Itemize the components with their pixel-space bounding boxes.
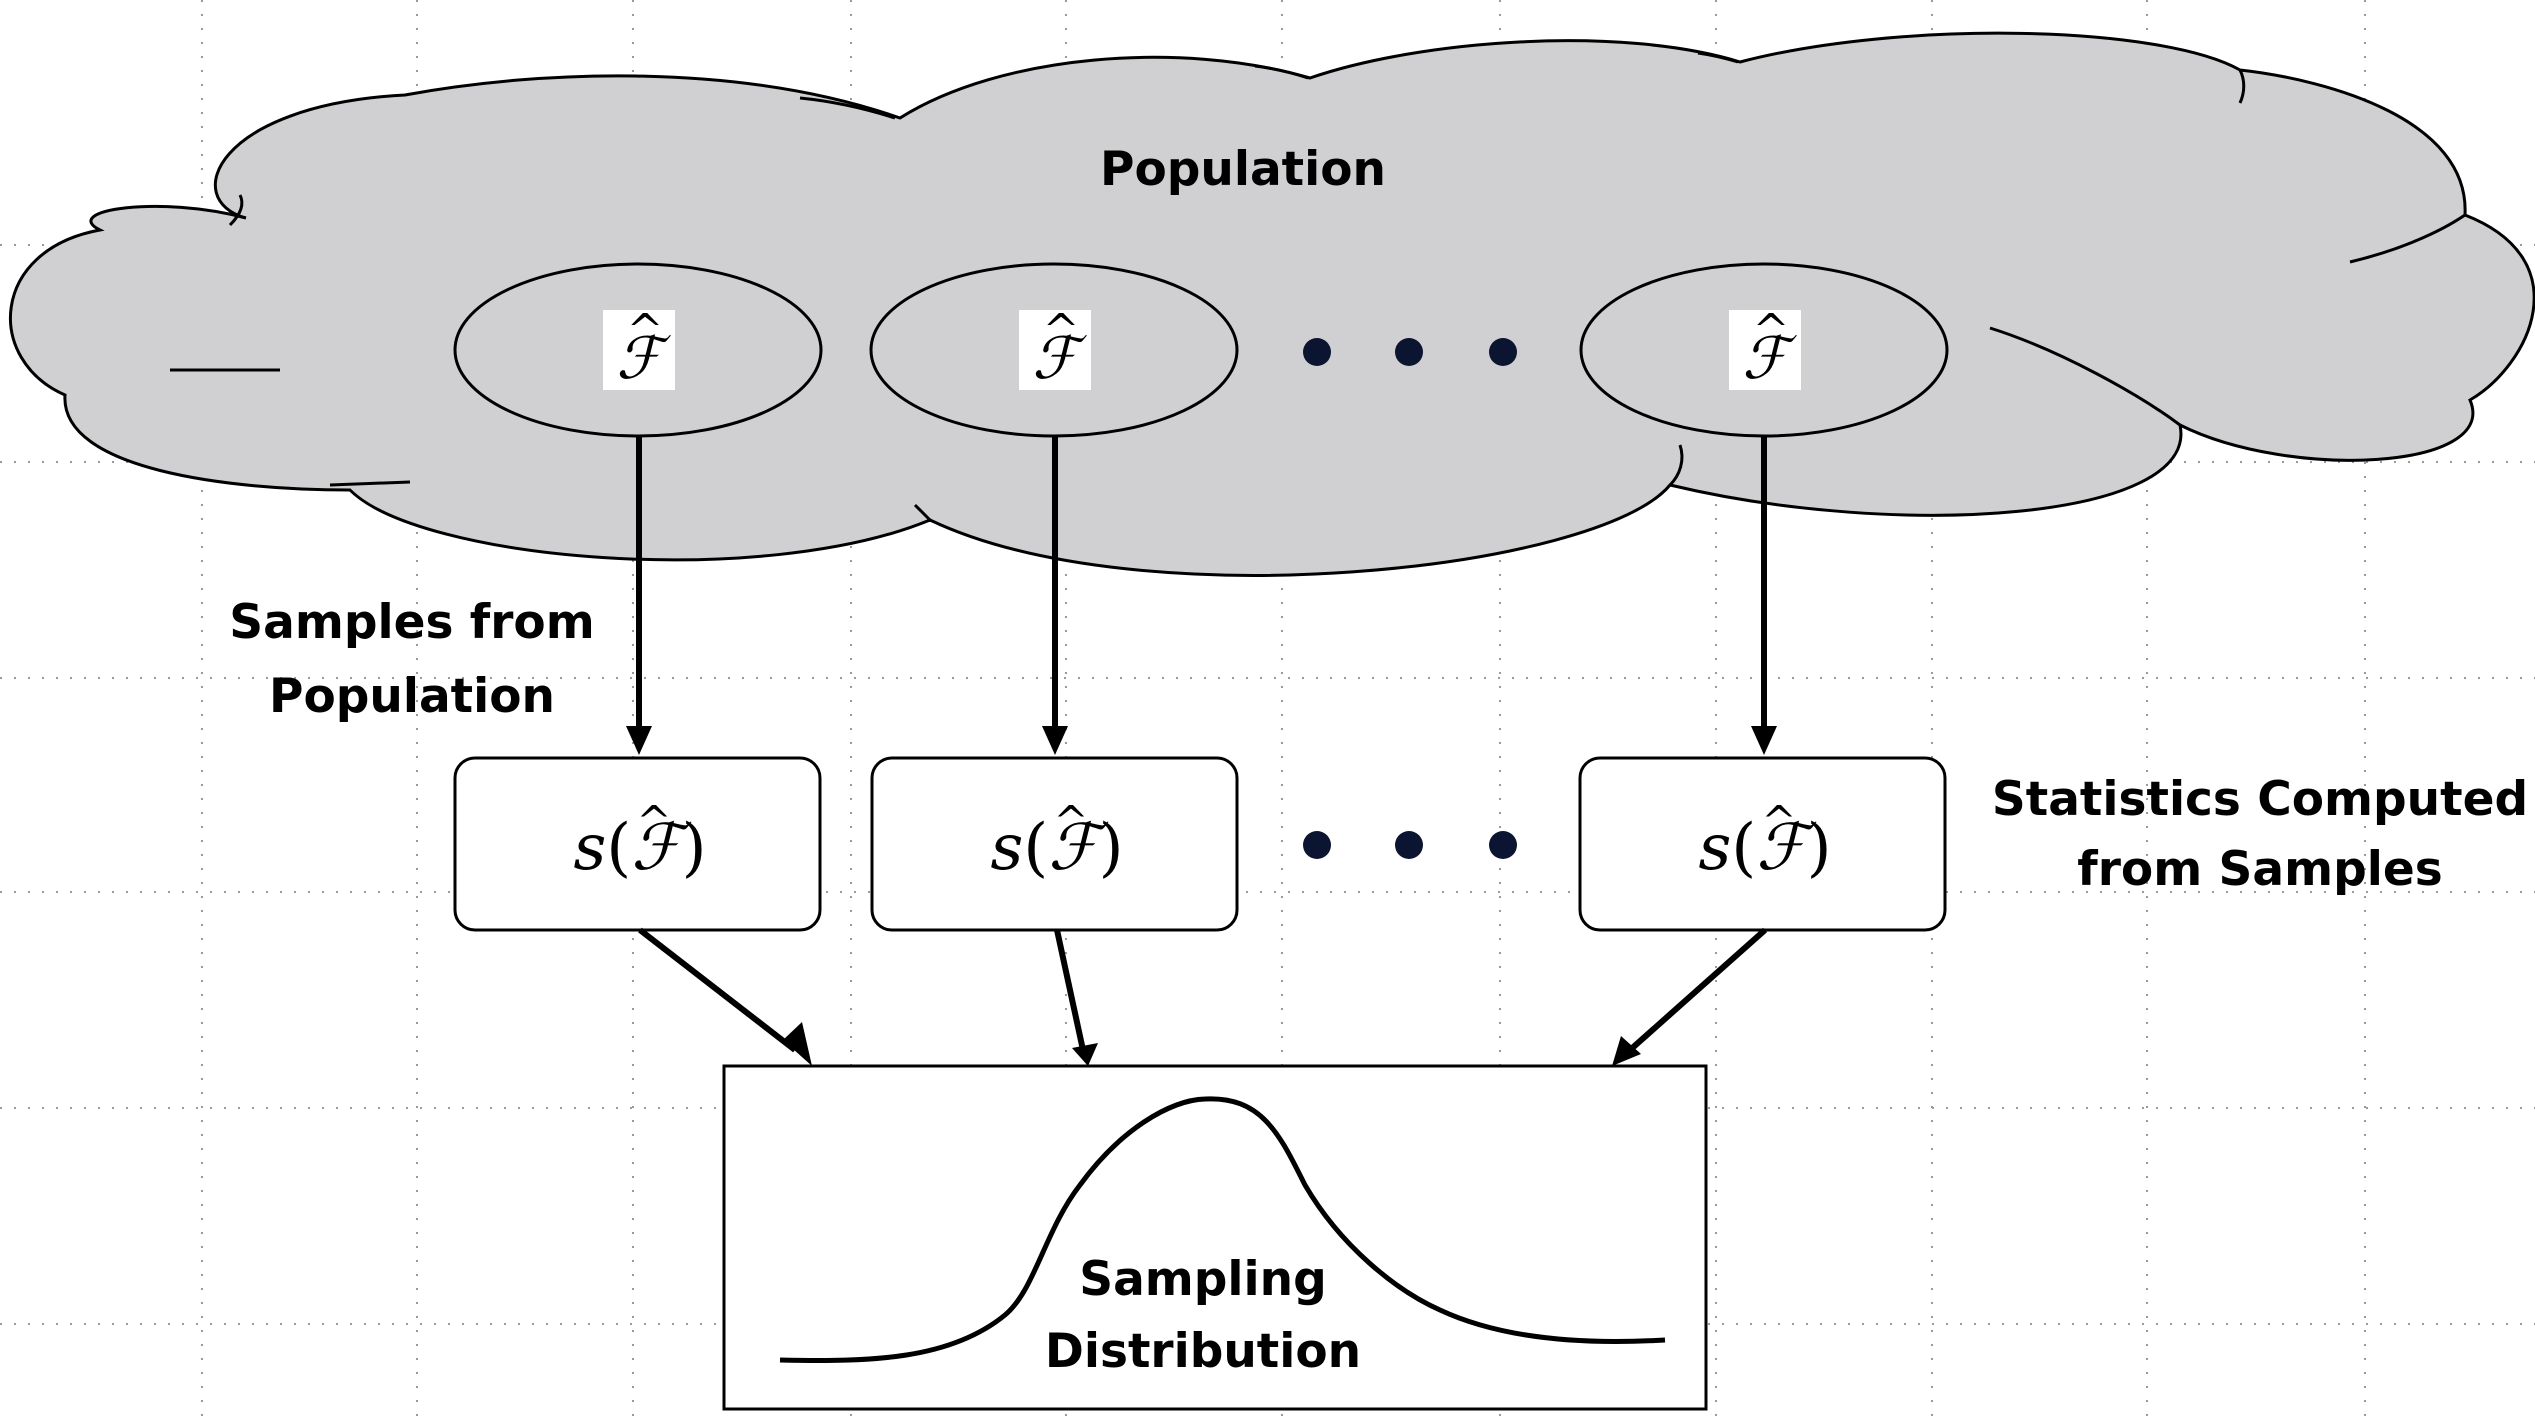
svg-text:s(ℱ): s(ℱ) [1698, 811, 1831, 885]
distribution-curve [779, 1096, 1666, 1363]
population-label: Population [1100, 142, 1386, 197]
ellipsis-dots-samples [1303, 338, 1517, 366]
arrow [1628, 927, 1767, 1053]
sampling-distribution-box: Sampling Distribution [722, 1064, 1708, 1411]
sample-ellipse-n: ℱ ^ [1579, 262, 1949, 438]
statistic-box-2: s(ℱ) ^ [870, 756, 1239, 932]
sample-ellipse-2: ℱ ^ [869, 262, 1239, 438]
statistics-label-line2: from Samples [2077, 842, 2442, 897]
ellipsis-dots-statistics [1303, 831, 1517, 859]
sample-to-statistic-arrows [636, 436, 1767, 738]
cloud-shape [8, 31, 2535, 577]
cloud-seams [170, 51, 2466, 522]
hat-accent: ^ [1053, 797, 1088, 846]
svg-text:s(ℱ): s(ℱ) [990, 811, 1123, 885]
statistic-to-distribution-arrowheads [783, 1022, 1641, 1066]
samples-label-line2: Population [269, 669, 555, 724]
hat-accent: ^ [1753, 305, 1790, 356]
arrow [638, 927, 797, 1053]
svg-text:s(ℱ): s(ℱ) [573, 811, 706, 885]
statistic-to-distribution-arrows [638, 927, 1767, 1053]
samples-label-line1: Samples from [229, 595, 594, 650]
sampling-distribution-label-line1: Sampling [1079, 1252, 1327, 1307]
sample-to-statistic-arrowheads [626, 726, 1777, 755]
statistic-boxes: s(ℱ) ^ s(ℱ) ^ s(ℱ) ^ [453, 756, 1947, 932]
statistics-label-line1: Statistics Computed [1992, 772, 2528, 827]
hat-accent: ^ [636, 797, 671, 846]
arrow [1054, 929, 1086, 1051]
hat-accent: ^ [1761, 797, 1796, 846]
sampling-distribution-label-line2: Distribution [1045, 1324, 1361, 1379]
statistic-box-n: s(ℱ) ^ [1578, 756, 1947, 932]
hat-accent: ^ [1043, 305, 1080, 356]
statistic-box-1: s(ℱ) ^ [453, 756, 822, 932]
hat-accent: ^ [627, 305, 664, 356]
population-cloud [8, 31, 2535, 577]
sample-ellipse-1: ℱ ^ [453, 262, 823, 438]
